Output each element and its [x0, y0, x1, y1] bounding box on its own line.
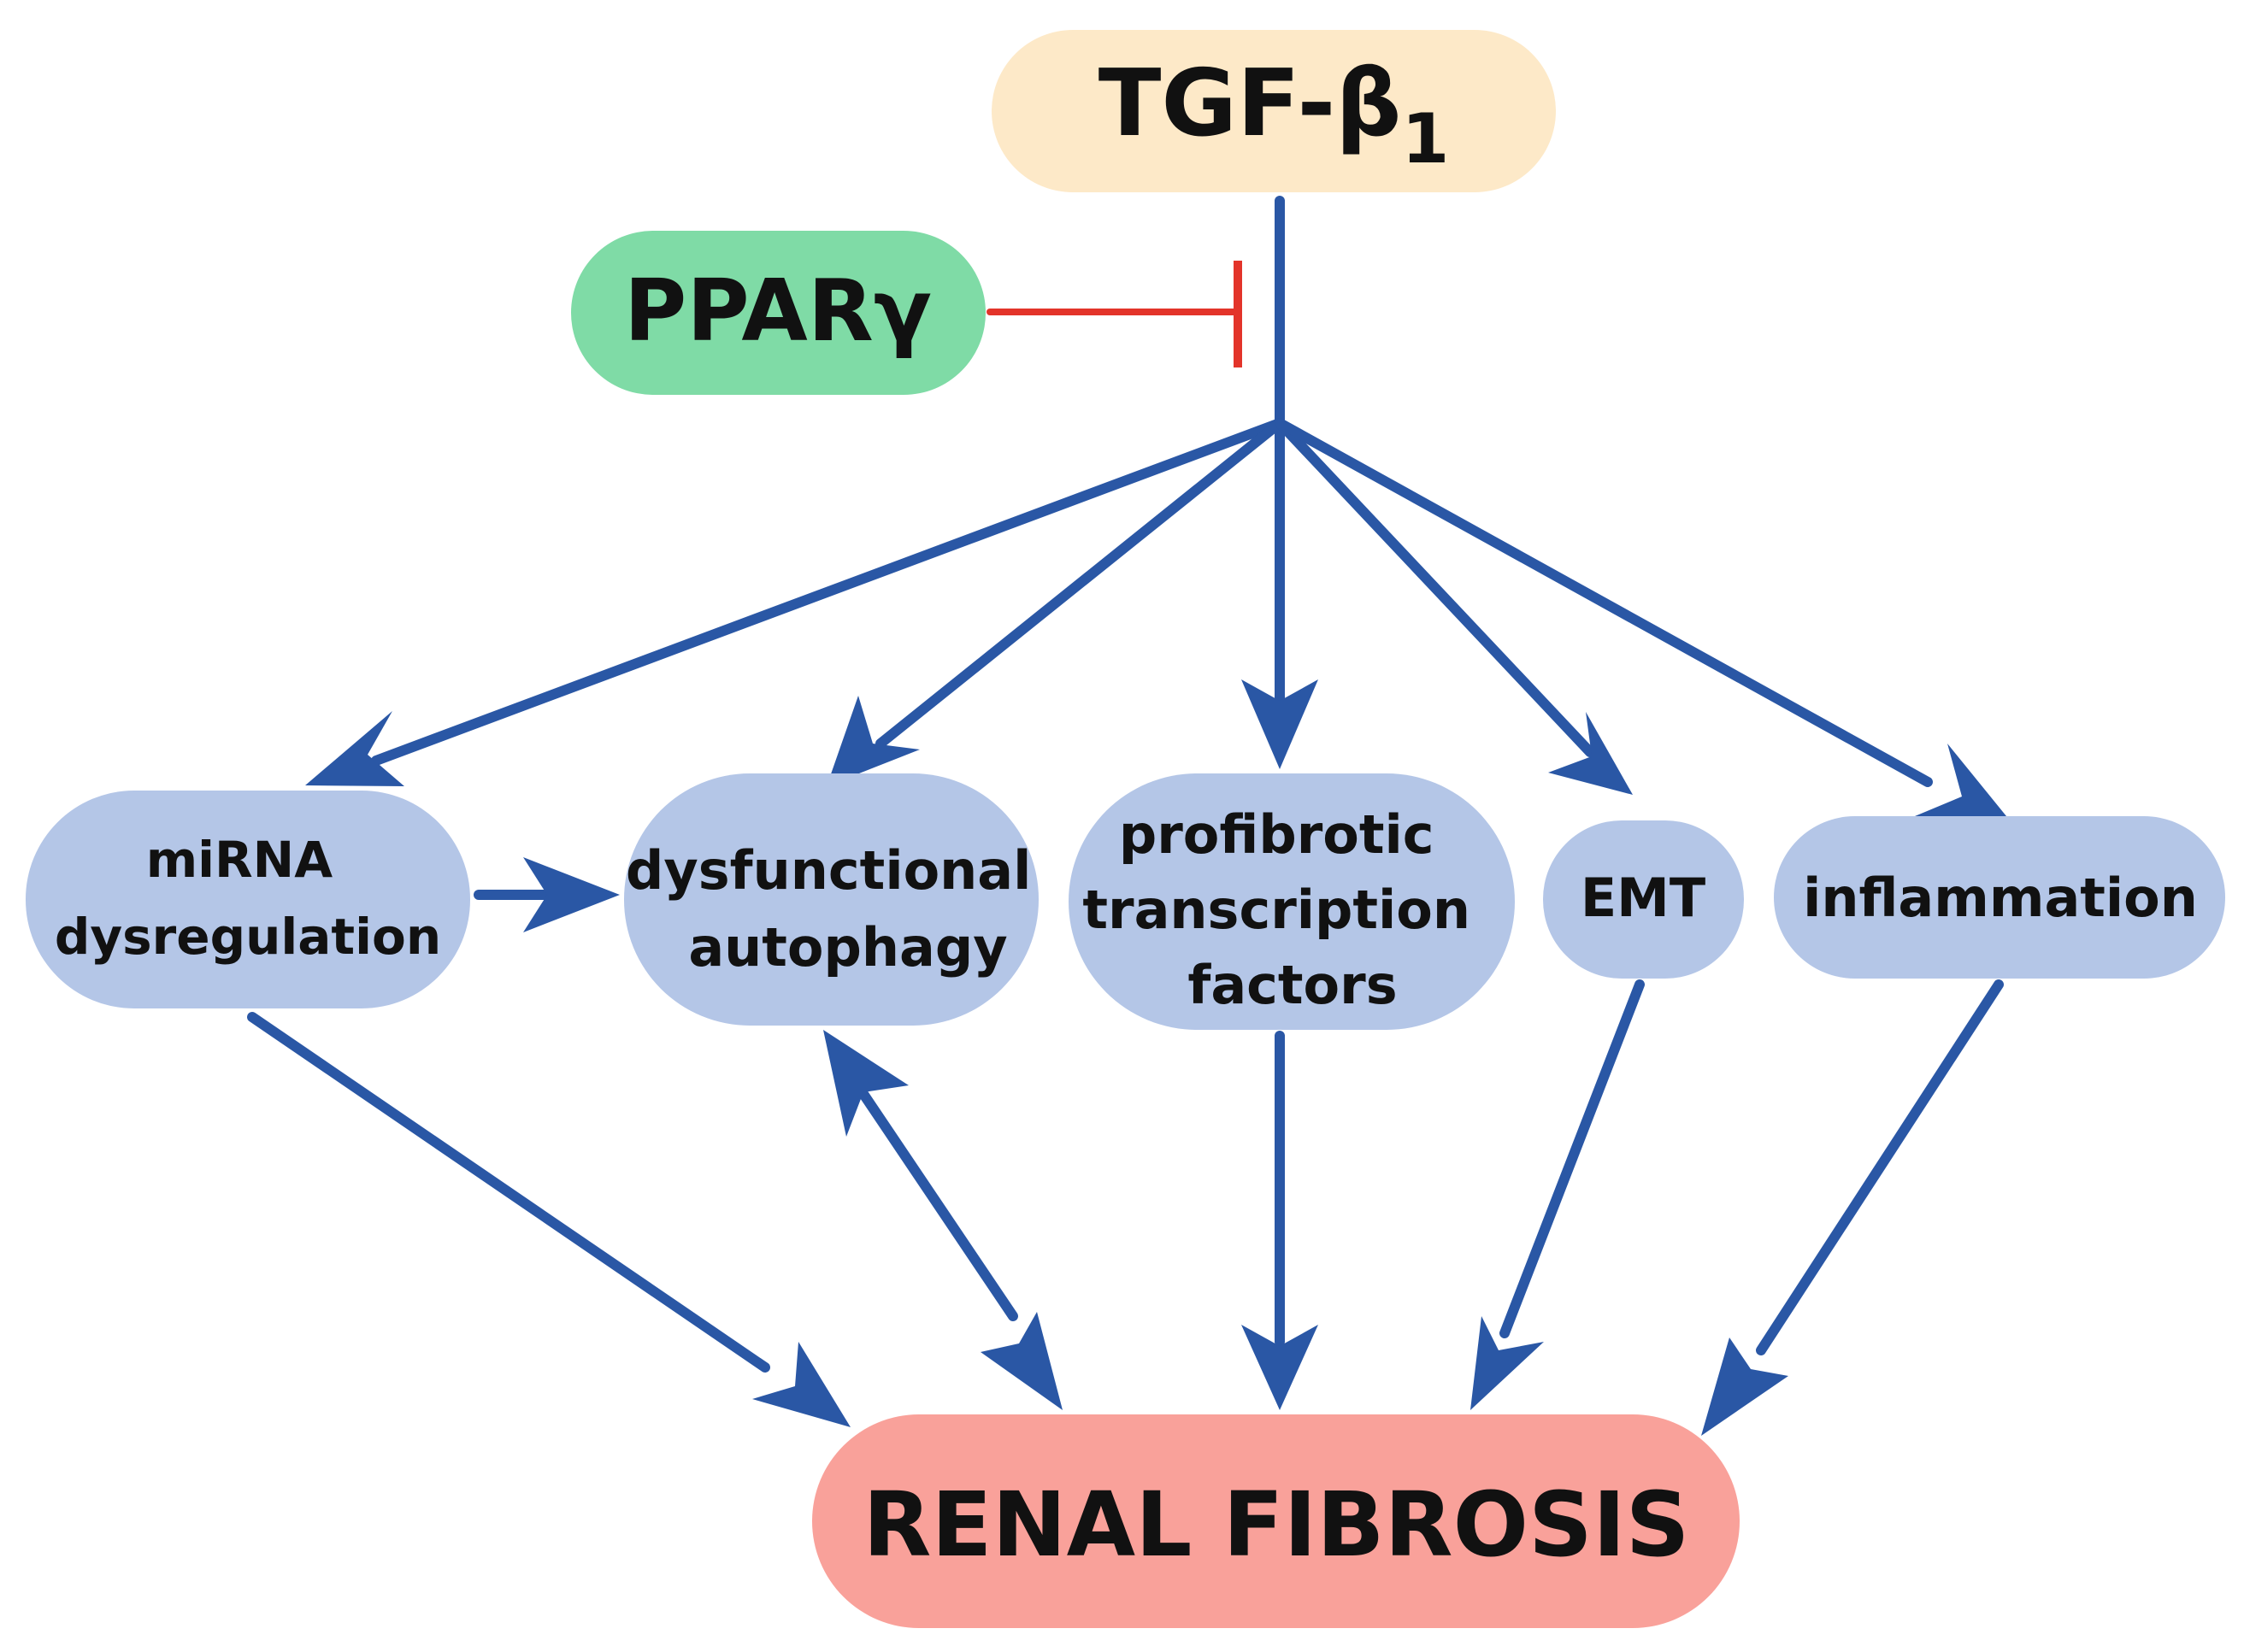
connectors: [247, 196, 2006, 1436]
emt-label: EMT: [1581, 867, 1705, 929]
arrowhead-inflammation: [1915, 744, 2006, 816]
profibrotic-label-line3: factors: [1187, 954, 1397, 1016]
mirna-label-line1: miRNA: [146, 831, 333, 889]
tgf-beta1-label: TGF-β1: [1098, 50, 1450, 179]
inflammation-node: inflammation: [1774, 816, 2225, 979]
profibrotic-label-line2: transcription: [1082, 879, 1470, 941]
renal-fibrosis-node: RENAL FIBROSIS: [812, 1414, 1740, 1628]
arrow-tgf-to-inflammation: [1275, 418, 1933, 787]
arrow-tgf-to-mirna: [371, 418, 1285, 766]
arrowhead-mirna-to-autophagy: [523, 857, 620, 932]
tgf-beta1-node: TGF-β1: [992, 30, 1556, 192]
arrow-mirna-to-renal: [247, 1012, 770, 1373]
arrowhead-autophagy: [827, 696, 920, 786]
svg-text:profibrotic transcriptio: profibrotic transcription factors: [1082, 803, 1488, 1016]
arrow-inflammation-to-renal: [1756, 979, 2004, 1355]
autophagy-label-line1: dysfunctional: [626, 839, 1031, 902]
arrow-emt-to-renal: [1499, 979, 1645, 1338]
arrowhead-inflammation-renal: [1701, 1337, 1788, 1436]
arrowhead-autophagy-up: [823, 1030, 909, 1137]
renal-fibrosis-label: RENAL FIBROSIS: [863, 1473, 1689, 1577]
mirna-label-line2: dysregulation: [55, 908, 441, 966]
svg-text:miRNA dysregulation: miRNA dysregulation: [55, 831, 441, 966]
profibrotic-factors-node: profibrotic transcription factors: [1069, 773, 1515, 1030]
ppar-inhibition-connector: [987, 261, 1242, 367]
emt-node: EMT: [1543, 820, 1744, 979]
dysfunctional-autophagy-node: dysfunctional autophagy: [624, 773, 1050, 1026]
autophagy-label-line2: autophagy: [688, 916, 1007, 979]
arrowhead-renal-from-autophagy: [981, 1312, 1063, 1410]
arrow-tgf-to-emt: [1275, 418, 1595, 757]
svg-text:dysfunctional autophagy: dysfunctional autophagy: [626, 839, 1050, 979]
arrowhead-mirna: [305, 711, 404, 786]
ppar-gamma-node: PPARγ: [571, 231, 986, 395]
arrowhead-profibrotic: [1241, 679, 1318, 769]
ppar-gamma-label: PPARγ: [624, 261, 932, 361]
arrow-autophagy-renal-bidirectional: [858, 1089, 1018, 1321]
inflammation-label: inflammation: [1803, 867, 2198, 929]
profibrotic-label-line1: profibrotic: [1119, 803, 1434, 866]
arrowhead-emt-renal: [1470, 1316, 1544, 1410]
arrowhead-mirna-renal: [752, 1342, 851, 1427]
arrow-tgf-to-autophagy: [875, 418, 1285, 749]
arrowhead-profibrotic-renal: [1241, 1325, 1318, 1410]
mirna-dysregulation-node: miRNA dysregulation: [26, 791, 470, 1008]
arrowhead-emt: [1548, 712, 1633, 795]
